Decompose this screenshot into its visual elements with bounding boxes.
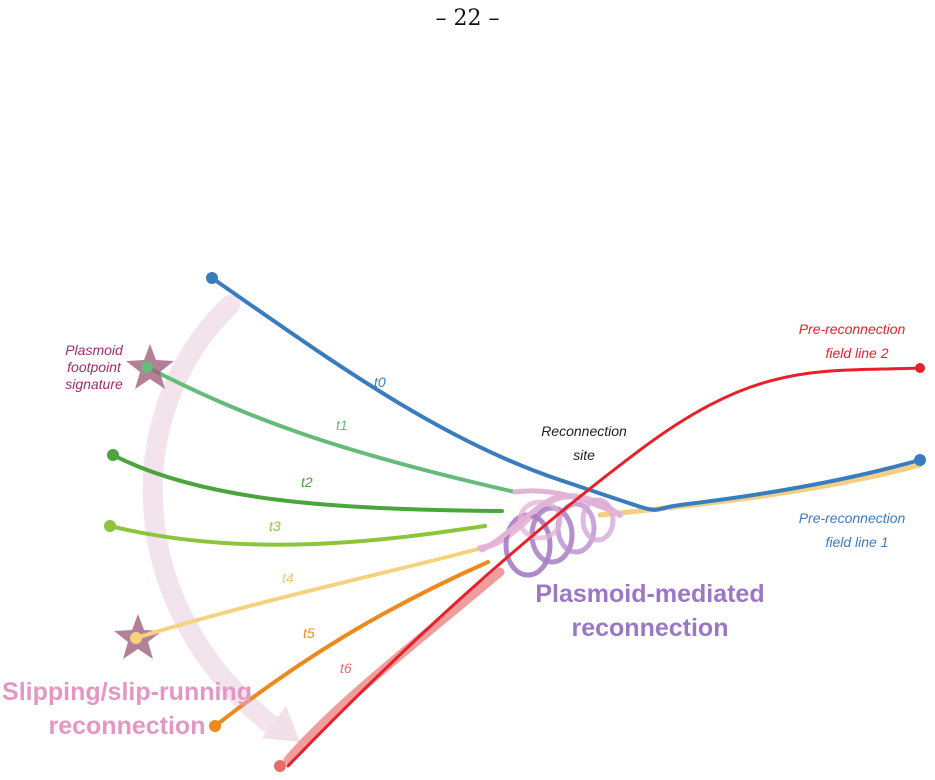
footpoint-t3 (104, 520, 116, 532)
footpoint-t6 (274, 760, 286, 772)
line-t0 (210, 276, 922, 512)
time-label-t0: t0 (374, 374, 386, 390)
line-t3 (108, 524, 487, 547)
sweep-arrow-head (262, 706, 300, 742)
plasmoid-mediated-label: Plasmoid-mediated reconnection (535, 580, 765, 642)
time-label-t4: t4 (282, 570, 294, 586)
line-t5 (213, 560, 490, 728)
line-t4 (134, 546, 484, 640)
time-label-t2: t2 (301, 474, 313, 490)
time-label-t1: t1 (336, 417, 348, 433)
endpoint-field-line-2 (915, 363, 925, 373)
plasmoid-footpoint-label: Plasmoid footpoint signature (65, 342, 123, 392)
slipping-label: Slipping/slip-running reconnection (2, 678, 252, 740)
pre-reconnection-1-label: Pre-reconnection field line 1 (798, 510, 906, 550)
footpoint-t5 (209, 720, 221, 732)
page-number: – 22 – (435, 6, 500, 31)
sweep-arrow (142, 295, 288, 740)
footpoint-t4 (130, 632, 142, 644)
line-t2 (111, 453, 504, 513)
time-label-t5: t5 (303, 625, 315, 641)
footpoint-t1-over-star (141, 361, 153, 373)
field-line-2 (286, 366, 922, 768)
field-line-1-underlay (597, 462, 923, 518)
pre-reconnection-2-label: Pre-reconnection field line 2 (798, 321, 906, 361)
footpoint-t0 (206, 272, 218, 284)
time-label-t6: t6 (340, 660, 352, 676)
line-t1 (145, 365, 517, 494)
endpoint-field-line-1 (914, 454, 926, 466)
reconnection-site-label: Reconnection site (541, 423, 627, 463)
time-label-t3: t3 (269, 518, 281, 534)
footpoint-t2 (107, 449, 119, 461)
